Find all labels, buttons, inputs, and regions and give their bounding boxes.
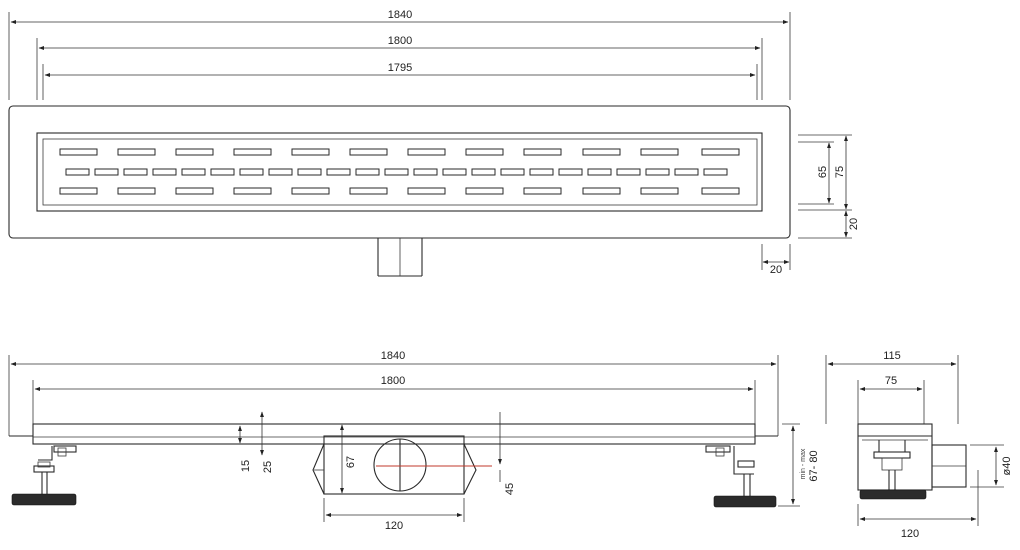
grate-inner	[42, 138, 758, 206]
support-foot-left	[11, 445, 77, 506]
dim-label-diameter-40: ø40	[1001, 457, 1013, 476]
dim-label-top-1795: 1795	[388, 62, 412, 74]
dim-label-top-1840: 1840	[388, 9, 412, 21]
dim-label-end-120: 120	[901, 528, 919, 540]
dim-label-end-75: 75	[885, 375, 897, 387]
side-view: 1840 1800	[8, 350, 820, 532]
grate-outer	[36, 132, 763, 212]
outlet-pipe-top-view	[377, 238, 423, 277]
outlet-housing-side	[312, 435, 492, 495]
dim-label-67-80: 67- 80	[808, 450, 820, 481]
dim-label-side-1840: 1840	[381, 350, 405, 362]
dim-label-65: 65	[817, 166, 829, 178]
dim-label-20-vertical: 20	[848, 218, 860, 230]
end-view-foot	[859, 489, 927, 500]
dim-label-75: 75	[834, 166, 846, 178]
dim-label-side-1800: 1800	[381, 375, 405, 387]
outer-frame	[8, 105, 791, 239]
slot-row-middle	[65, 168, 728, 176]
dim-label-25: 25	[262, 461, 274, 473]
dim-label-20-horizontal: 20	[770, 264, 782, 276]
slot-row-top	[59, 148, 740, 156]
top-view: 1840 1800 1795	[8, 9, 860, 277]
dim-label-side-120: 120	[385, 520, 403, 532]
dim-label-115: 115	[883, 350, 901, 362]
dim-label-45: 45	[504, 483, 516, 495]
slot-row-bottom	[59, 187, 740, 195]
dim-label-15: 15	[240, 460, 252, 472]
dim-label-top-1800: 1800	[388, 35, 412, 47]
channel-body-side	[32, 423, 756, 445]
dim-note-min-max: min - max	[800, 448, 807, 479]
end-view: 115 75 ø40 120	[825, 350, 1013, 540]
support-foot-right	[705, 445, 777, 508]
dim-label-67: 67	[345, 456, 357, 468]
